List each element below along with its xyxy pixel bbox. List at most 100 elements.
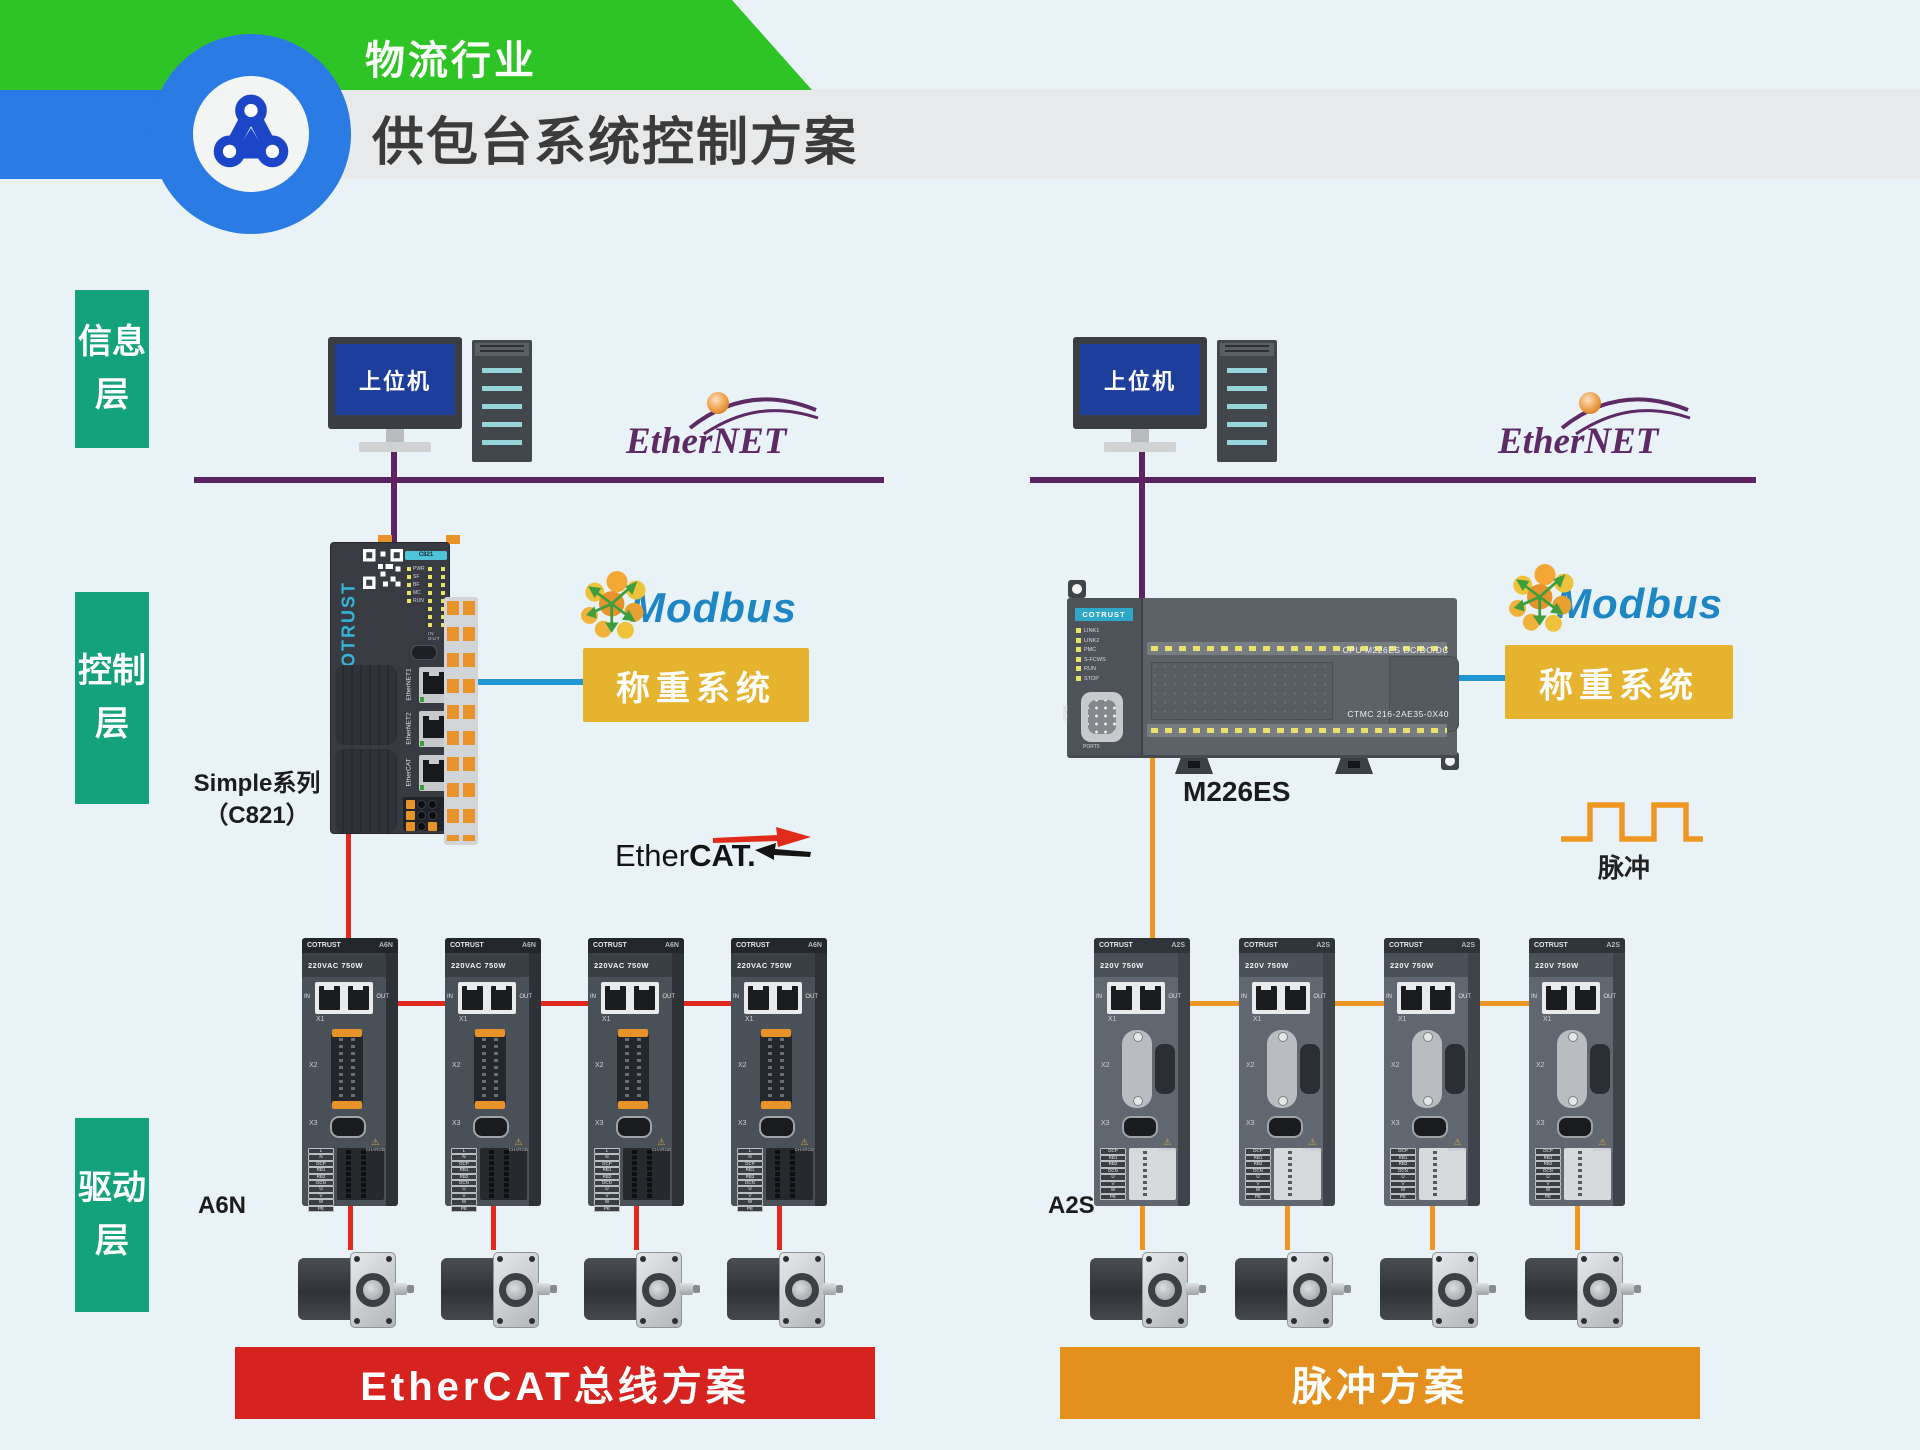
solution-banner-ethercat: EtherCAT总线方案: [235, 1347, 875, 1419]
terminal-label: RB1: [594, 1167, 620, 1174]
monitor-base: [1104, 442, 1176, 452]
x1-label: X1: [602, 1016, 611, 1023]
drive-spec-label: 220VAC 750W: [594, 961, 649, 970]
header-green-banner: [0, 0, 812, 90]
rj45-port-icon: [777, 985, 798, 1010]
modbus-link-left: [478, 679, 584, 685]
led-label: S-FCWS: [1076, 657, 1106, 663]
terminal-label: DCN: [1245, 1167, 1271, 1174]
drive-brand: COTRUST: [1099, 942, 1133, 949]
terminal-label: RB2: [451, 1173, 477, 1181]
terminal-label: DCP: [451, 1160, 477, 1168]
drive-brand: COTRUST: [1389, 942, 1423, 949]
rj45-port-icon: [605, 985, 626, 1010]
rj45-port-icon: [1401, 985, 1422, 1010]
plc-caption-right: M226ES: [1183, 776, 1291, 807]
x3-connector: [330, 1116, 366, 1138]
x3-connector: [1557, 1116, 1593, 1138]
tower-drive-bays: [482, 368, 522, 456]
terminal-label: RB2: [737, 1173, 763, 1181]
modbus-link-right: [1455, 675, 1507, 681]
motor-flange: [779, 1252, 825, 1328]
ethercat-logo: EtherCAT.: [615, 827, 811, 874]
mounting-screw: [1068, 580, 1086, 598]
terminal-label: RB2: [1535, 1161, 1561, 1168]
charge-warning-icon: ⚠CHARGE: [1302, 1137, 1322, 1152]
x2-label: X2: [309, 1062, 318, 1069]
in-port-label: IN: [1386, 994, 1392, 1000]
terminal-label: N: [308, 1154, 334, 1161]
motor-body: [1090, 1258, 1150, 1320]
drive-brand: COTRUST: [1244, 942, 1278, 949]
motor-shaft: [823, 1283, 843, 1295]
x2-connector: [617, 1029, 649, 1109]
x3-connector: [1267, 1116, 1303, 1138]
terminal-pins: [1129, 1148, 1176, 1200]
drive-header-panel: [1239, 953, 1323, 977]
drive-model: A6N: [807, 942, 822, 949]
drive-caption-right: A2S: [1048, 1192, 1095, 1219]
drive-brand: COTRUST: [736, 942, 770, 949]
terminal-label: V: [1245, 1180, 1271, 1187]
x3-connector-area: X3: [1384, 1116, 1468, 1138]
x2-connector: [331, 1029, 363, 1109]
x3-connector-area: X3: [445, 1116, 529, 1138]
drive-model: A2S: [1316, 942, 1330, 949]
terminal-label: V: [737, 1192, 763, 1200]
servo-drive-a6n: COTRUST A6N 220VAC 750W IN OUT X1 X2 X3 …: [445, 938, 541, 1213]
cpu-type-label: CPU M226ES DC/DC/DC: [1342, 645, 1449, 655]
network-port-row: EtherNET1: [403, 665, 449, 709]
drive-bank-ethercat: COTRUST A6N 220VAC 750W IN OUT X1 X2 X3 …: [298, 938, 843, 1330]
x2-db-connector: [1412, 1030, 1465, 1108]
x3-connector: [759, 1116, 795, 1138]
x2-connector-area: X2: [1529, 1030, 1613, 1108]
monitor: 上位机: [1073, 337, 1207, 429]
terminal-label: RB1: [451, 1167, 477, 1174]
modbus-logo-icon: [581, 571, 646, 639]
weighing-system-box-left: 称重系统: [583, 648, 809, 722]
x3-label: X3: [738, 1120, 747, 1127]
ethercat-daisy-chain: [357, 1001, 777, 1006]
terminal-label: RB2: [594, 1173, 620, 1181]
rj45-port-icon: [1111, 985, 1132, 1010]
x2-label: X2: [1246, 1062, 1255, 1069]
in-port-label: IN: [733, 994, 739, 1000]
terminal-label: PE: [1390, 1193, 1416, 1200]
terminal-label: V: [451, 1192, 477, 1200]
servo-motor: [441, 1250, 557, 1330]
plc-cover-flap: [335, 749, 397, 833]
terminal-label: RB1: [1100, 1154, 1126, 1161]
layer-label-information: 信息层: [75, 290, 149, 448]
solution-banner-pulse: 脉冲方案: [1060, 1347, 1700, 1419]
terminal-label: U: [308, 1186, 334, 1193]
din-clip: [378, 535, 392, 544]
pc-tower: [472, 340, 532, 462]
drive-header: COTRUST A6N: [302, 938, 398, 953]
terminal-label: DCN: [1100, 1167, 1126, 1174]
x2-db-connector: [1122, 1030, 1175, 1108]
pulse-cable-down: [1150, 756, 1155, 1004]
ethernet-swoosh-icon: [1560, 392, 1691, 436]
drive-brand: COTRUST: [450, 942, 484, 949]
out-port-label: OUT: [1168, 994, 1181, 1000]
x2-label: X2: [595, 1062, 604, 1069]
terminal-label: N: [737, 1154, 763, 1161]
x2-label: X2: [738, 1062, 747, 1069]
terminal-label: DCP: [1245, 1148, 1271, 1155]
motor-body: [441, 1258, 501, 1320]
servo-drive-a2s: COTRUST A2S 220V 750W IN OUT X1 X2 X3 ⚠C…: [1384, 938, 1480, 1206]
drive-brand: COTRUST: [307, 942, 341, 949]
terminal-label: RB2: [1245, 1161, 1271, 1168]
x1-label: X1: [745, 1016, 754, 1023]
output-led-strip: [1147, 724, 1447, 737]
servo-motor: [1525, 1250, 1641, 1330]
power-terminals: [403, 797, 447, 831]
terminal-label: W: [1100, 1187, 1126, 1194]
